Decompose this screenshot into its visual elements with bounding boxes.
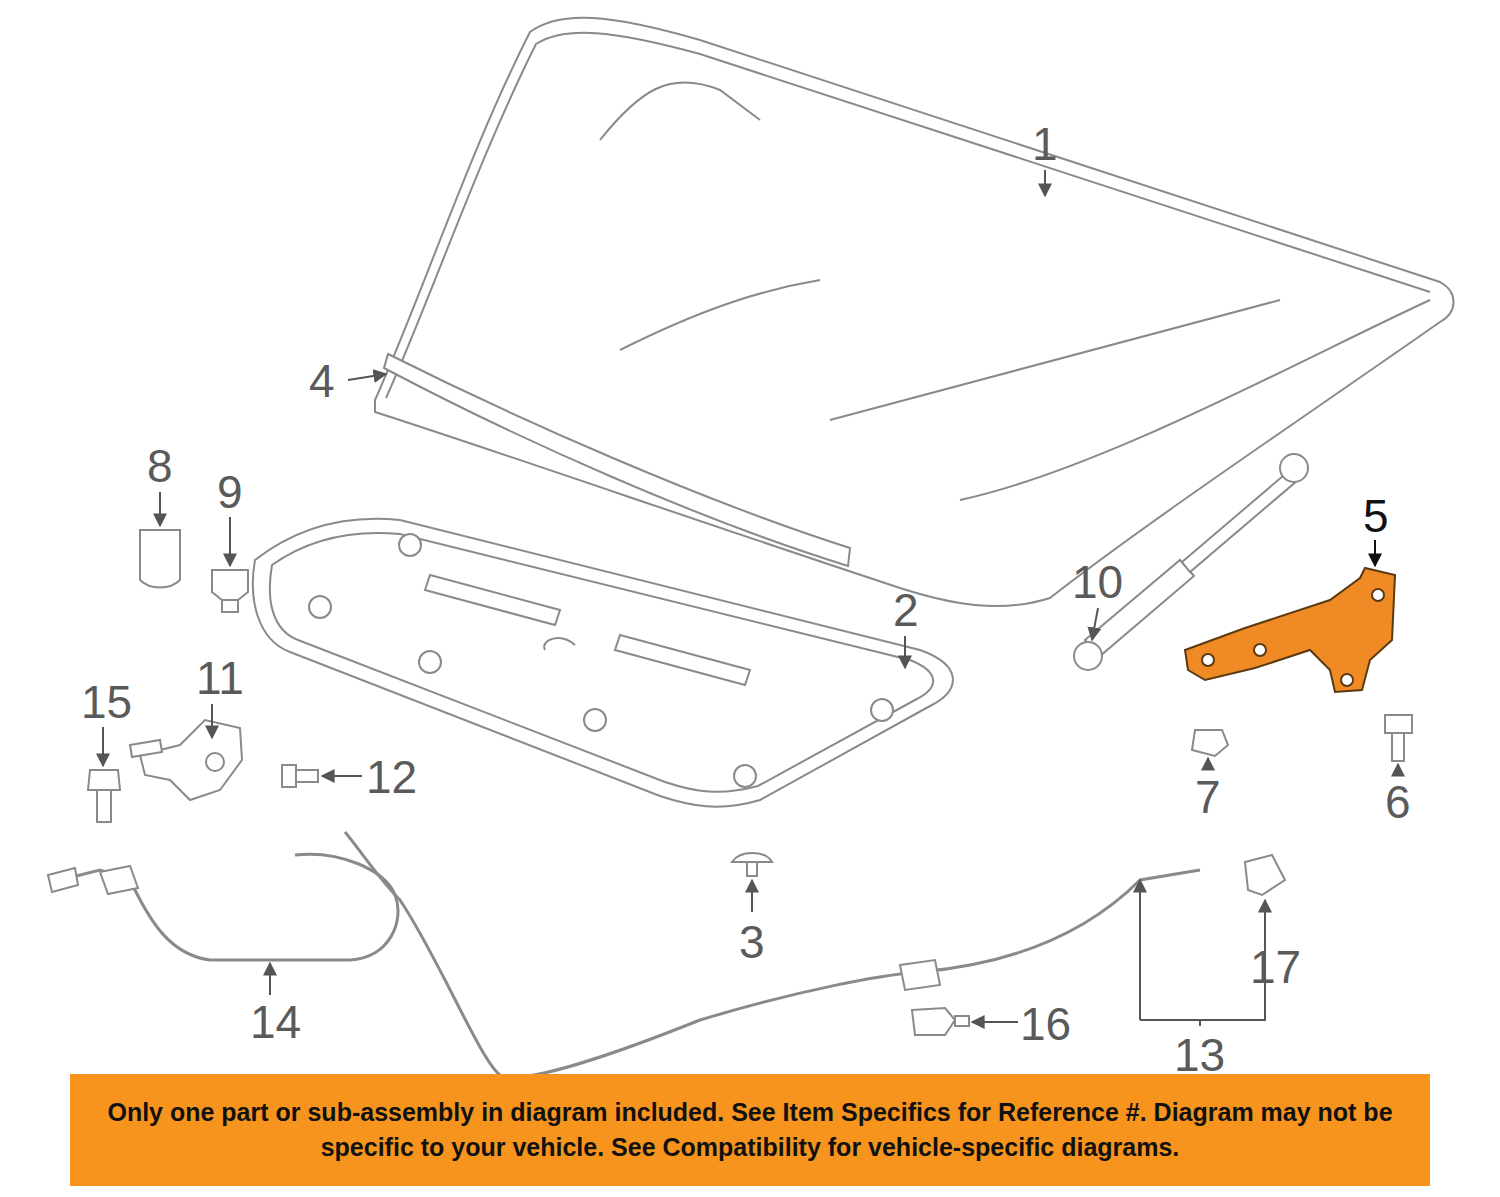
hood-panel	[960, 300, 1430, 500]
fasteners	[912, 1008, 955, 1035]
leader-arrows	[1199, 1020, 1201, 1026]
callout-number: 11	[196, 655, 244, 701]
gas-strut	[1182, 470, 1298, 572]
hinge-leader	[1374, 540, 1376, 566]
hood-panel	[620, 280, 820, 350]
release-cables	[100, 866, 138, 894]
fasteners	[955, 1016, 969, 1026]
leader-arrows	[322, 775, 362, 777]
callout-number: 7	[1195, 774, 1221, 820]
fasteners	[206, 753, 224, 771]
leader-arrows	[904, 636, 906, 668]
leader-arrows	[159, 492, 161, 526]
hood-hinge	[1185, 568, 1395, 692]
leader-arrows	[269, 963, 271, 995]
release-cables	[60, 854, 398, 960]
gas-strut	[1074, 642, 1102, 670]
callout-number: 9	[217, 469, 243, 515]
leader-arrows	[348, 374, 386, 380]
release-cables	[345, 832, 1200, 1077]
callout-number: 1	[1032, 121, 1058, 167]
fasteners	[140, 720, 242, 800]
hood-insulator	[253, 519, 953, 807]
callout-number: 12	[366, 754, 417, 800]
hood-insulator	[734, 765, 756, 787]
callout-number: 5	[1363, 493, 1389, 539]
callout-number: 2	[893, 587, 919, 633]
hood-insulator	[871, 699, 893, 721]
hood-insulator	[425, 575, 560, 625]
callout-number: 3	[739, 919, 765, 965]
fasteners	[212, 570, 248, 600]
fasteners	[222, 600, 238, 612]
hood-insulator	[253, 519, 953, 807]
leader-arrows	[1044, 170, 1046, 196]
callout-number: 16	[1020, 1001, 1071, 1047]
fasteners	[88, 770, 120, 790]
hood-hinge	[1341, 674, 1353, 686]
hood-insulator	[309, 596, 331, 618]
notice-text: Only one part or sub-assembly in diagram…	[88, 1095, 1412, 1165]
leader-arrows	[1140, 900, 1265, 1020]
hood-hinge	[1372, 589, 1384, 601]
hood-hinge	[1185, 568, 1395, 692]
leader-arrows	[972, 1021, 1018, 1023]
hood-insulator	[419, 651, 441, 673]
hood-panel	[830, 300, 1280, 420]
callout-number: 10	[1072, 559, 1123, 605]
fasteners	[140, 530, 180, 588]
hood-insulator	[270, 533, 933, 792]
fasteners	[1392, 733, 1404, 761]
fasteners	[1385, 715, 1412, 733]
leader-arrows	[103, 170, 1398, 1026]
callout-number: 6	[1385, 779, 1411, 825]
leader-arrows	[1397, 764, 1399, 775]
fasteners	[747, 862, 757, 876]
fasteners	[296, 770, 318, 782]
hood-hinge	[1254, 644, 1266, 656]
fasteners	[282, 765, 296, 787]
callout-number: 14	[250, 999, 301, 1045]
hinge-leader	[1374, 540, 1376, 566]
leader-arrows	[102, 727, 104, 766]
leader-arrows	[1139, 880, 1141, 1020]
leader-arrows	[211, 704, 213, 738]
hood-panel	[600, 82, 760, 140]
hood-panel	[386, 33, 1430, 398]
hood-insulator	[544, 638, 575, 650]
fasteners	[1245, 855, 1285, 895]
callout-number: 4	[309, 358, 335, 404]
hood-hinge	[1202, 654, 1214, 666]
leader-arrows	[1092, 608, 1098, 640]
callout-number: 8	[147, 443, 173, 489]
hood-insulator	[399, 534, 421, 556]
fasteners	[97, 790, 111, 822]
fasteners	[732, 853, 772, 862]
hood-insulator	[615, 635, 750, 685]
callout-number: 17	[1250, 944, 1301, 990]
hood-insulator	[309, 534, 893, 787]
gas-strut	[1280, 454, 1308, 482]
release-cables	[48, 868, 78, 892]
fasteners	[130, 740, 162, 757]
hood-panel	[375, 18, 1454, 606]
release-cables	[900, 960, 940, 990]
fasteners	[1192, 730, 1228, 756]
leader-arrows	[751, 880, 753, 912]
hood-insulator	[584, 709, 606, 731]
leader-arrows	[1207, 758, 1209, 770]
hood-panel	[375, 18, 1454, 606]
leader-arrows	[229, 517, 231, 566]
callout-number: 13	[1174, 1032, 1225, 1078]
callout-number: 15	[81, 679, 132, 725]
disclaimer-banner: Only one part or sub-assembly in diagram…	[70, 1074, 1430, 1186]
release-cables	[48, 832, 1200, 1077]
